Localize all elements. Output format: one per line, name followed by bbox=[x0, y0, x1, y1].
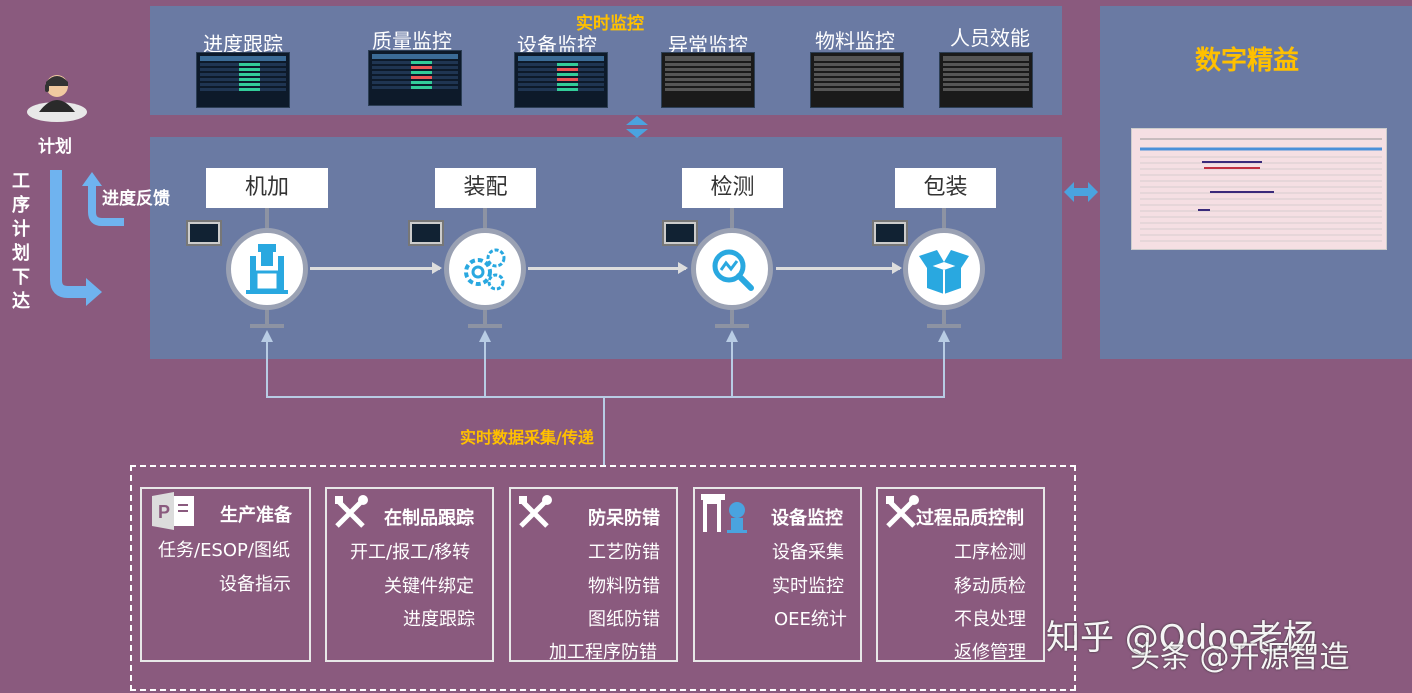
card-title: 过程品质控制 bbox=[916, 508, 1024, 529]
assembly-gears-icon bbox=[444, 228, 526, 310]
terminal-screen-icon bbox=[872, 220, 908, 246]
stage-assembly-label: 装配 bbox=[435, 168, 536, 208]
card-title: 设备监控 bbox=[771, 508, 843, 529]
card-item: 工序检测 bbox=[954, 542, 1026, 563]
watermark-zhihu: 知乎 @Odoo老杨 bbox=[1046, 618, 1317, 658]
card-item: 关键件绑定 bbox=[384, 576, 474, 597]
card-item: 图纸防错 bbox=[588, 609, 660, 630]
card-item: 设备指示 bbox=[219, 574, 291, 595]
tools-icon bbox=[886, 495, 919, 528]
flow-arrow bbox=[528, 262, 688, 274]
terminal-screen-icon bbox=[408, 220, 444, 246]
horizontal-double-arrow-icon bbox=[1064, 182, 1098, 202]
card-item: 进度跟踪 bbox=[403, 609, 475, 630]
progress-dashboard-thumbnail bbox=[196, 52, 290, 108]
dispatch-label: 工序计划下达 bbox=[12, 171, 30, 312]
realtime-monitor-title: 实时监控 bbox=[576, 14, 644, 34]
card-title: 生产准备 bbox=[220, 505, 292, 526]
machining-icon bbox=[226, 228, 308, 310]
terminal-screen-icon bbox=[186, 220, 222, 246]
stage-inspection-label: 检测 bbox=[682, 168, 783, 208]
card-item: 物料防错 bbox=[588, 576, 660, 597]
inspection-magnifier-icon bbox=[691, 228, 773, 310]
watermark-toutiao: 头条 @开源智造 bbox=[1130, 640, 1350, 675]
monitor-label-personnel: 人员效能 bbox=[950, 26, 1030, 50]
tools-icon bbox=[519, 495, 552, 528]
card-title: 防呆防错 bbox=[588, 508, 660, 529]
card-item: OEE统计 bbox=[774, 609, 847, 630]
exception-dashboard-thumbnail bbox=[661, 52, 755, 108]
card-production-prep bbox=[140, 487, 311, 662]
gantt-chart-thumbnail bbox=[1131, 128, 1387, 250]
feedback-arrow-icon bbox=[82, 172, 124, 226]
card-error-proofing bbox=[509, 487, 678, 662]
card-item: 实时监控 bbox=[772, 576, 844, 597]
material-dashboard-thumbnail bbox=[810, 52, 904, 108]
card-item: 移动质检 bbox=[954, 576, 1026, 597]
collection-label: 实时数据采集/传递 bbox=[460, 428, 594, 447]
card-item: 开工/报工/移转 bbox=[350, 542, 471, 563]
card-item: 不良处理 bbox=[954, 609, 1026, 630]
powerpoint-icon: P bbox=[152, 492, 194, 530]
machine-robot-icon bbox=[701, 494, 747, 533]
stage-machining-label: 机加 bbox=[206, 168, 328, 208]
plan-label: 计划 bbox=[38, 137, 72, 157]
flow-arrow bbox=[310, 262, 442, 274]
terminal-screen-icon bbox=[662, 220, 698, 246]
tools-icon bbox=[335, 495, 368, 528]
planner-avatar-icon bbox=[27, 75, 87, 122]
monitor-label-quality: 质量监控 bbox=[372, 29, 452, 53]
card-item: 设备采集 bbox=[772, 542, 844, 563]
flow-arrow bbox=[776, 262, 902, 274]
vertical-double-arrow-icon bbox=[626, 116, 648, 138]
functions-container bbox=[130, 465, 1076, 691]
quality-dashboard-thumbnail bbox=[368, 50, 462, 106]
card-item: 返修管理 bbox=[954, 642, 1026, 663]
equipment-dashboard-thumbnail bbox=[514, 52, 608, 108]
monitor-label-material: 物料监控 bbox=[815, 29, 895, 53]
card-item: 任务/ESOP/图纸 bbox=[158, 540, 290, 561]
card-equipment-monitor bbox=[693, 487, 862, 662]
feedback-label: 进度反馈 bbox=[102, 189, 170, 209]
card-item: 工艺防错 bbox=[588, 542, 660, 563]
personnel-dashboard-thumbnail bbox=[939, 52, 1033, 108]
card-wip-tracking bbox=[325, 487, 494, 662]
card-title: 在制品跟踪 bbox=[384, 508, 474, 529]
digital-lean-title: 数字精益 bbox=[1195, 46, 1300, 76]
card-item: 加工程序防错 bbox=[549, 642, 657, 663]
stage-packaging-label: 包装 bbox=[895, 168, 996, 208]
packaging-box-icon bbox=[903, 228, 985, 310]
card-quality-control bbox=[876, 487, 1045, 662]
dispatch-arrow-icon bbox=[50, 170, 102, 306]
svg-text:P: P bbox=[158, 502, 170, 522]
